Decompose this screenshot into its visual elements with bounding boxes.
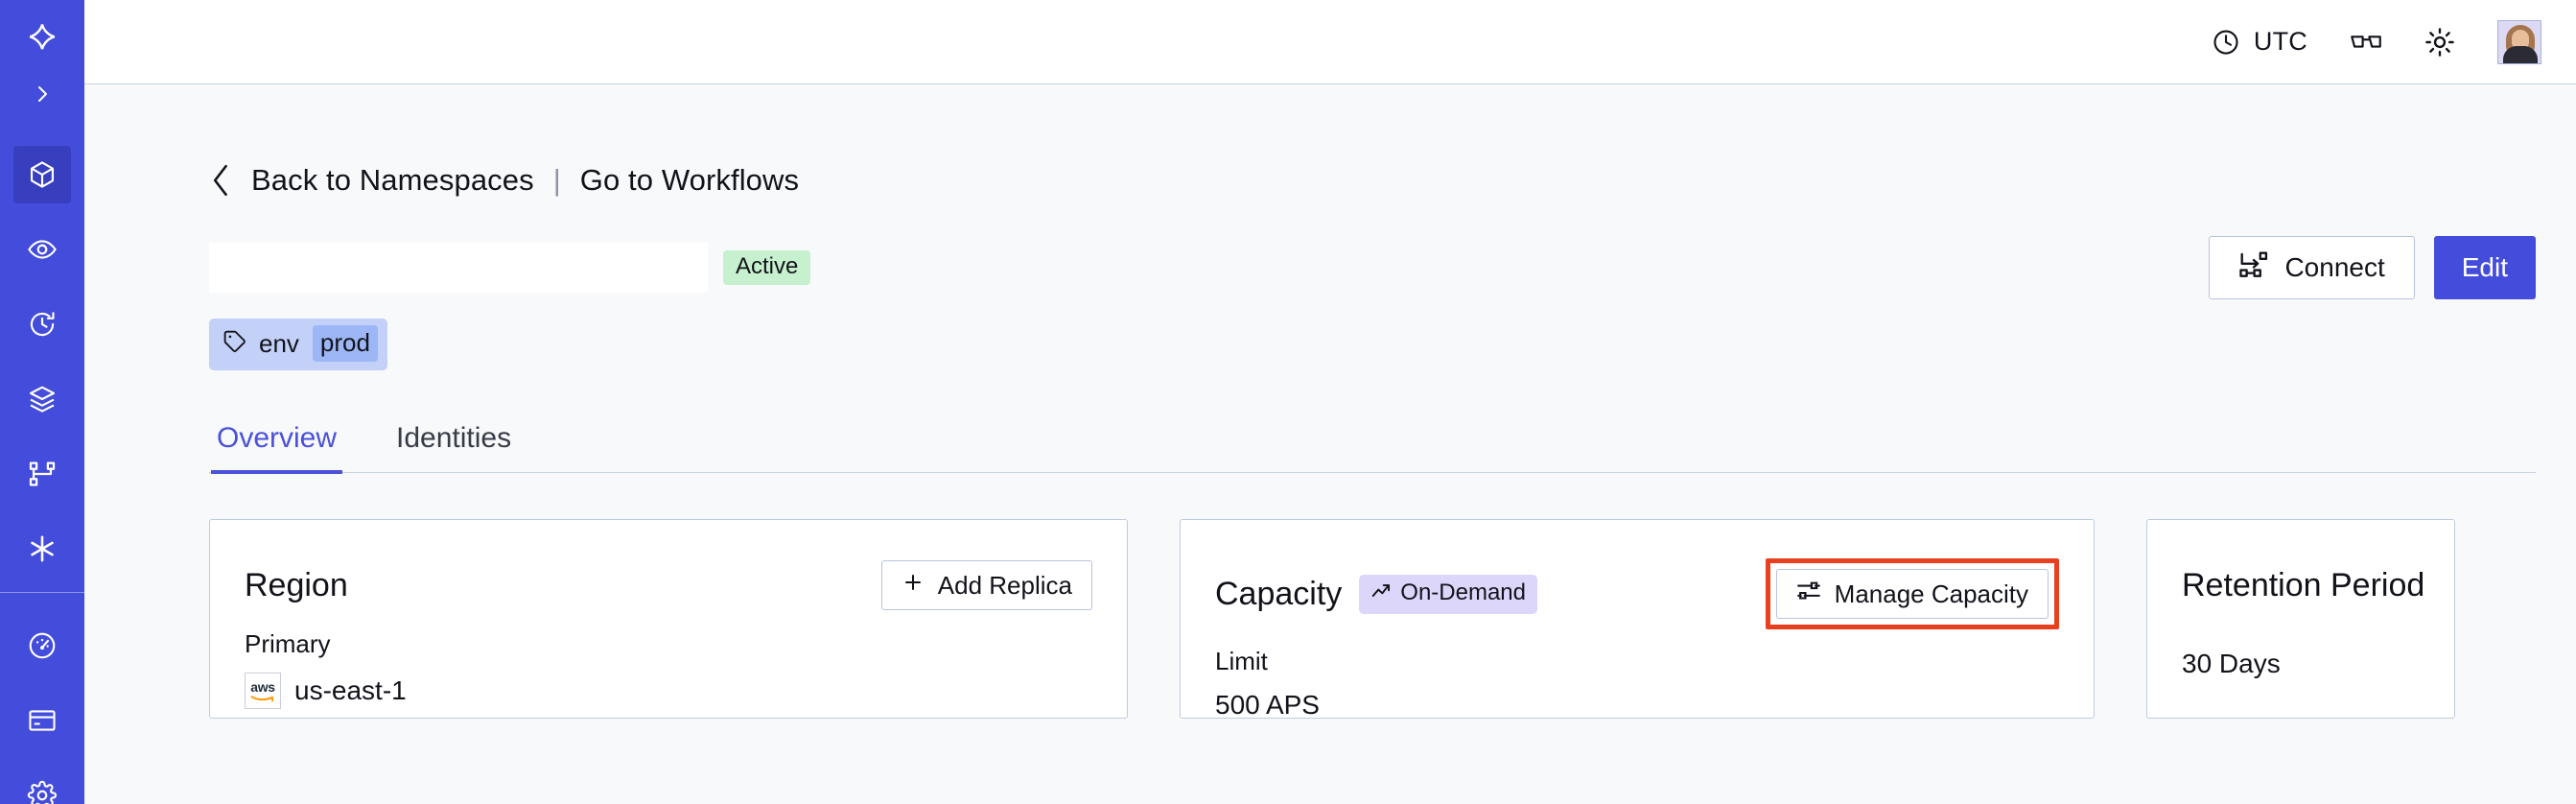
breadcrumb: Back to Namespaces | Go to Workflows bbox=[209, 163, 2536, 198]
overview-cards: Region Add Replica Primary bbox=[209, 519, 2536, 720]
gear-icon bbox=[27, 780, 58, 804]
breadcrumb-back-link[interactable]: Back to Namespaces bbox=[251, 163, 534, 197]
tab-overview[interactable]: Overview bbox=[211, 422, 343, 474]
card-region-value: us-east-1 bbox=[294, 675, 407, 705]
page-content: Back to Namespaces | Go to Workflows Act… bbox=[84, 84, 2576, 804]
sun-icon[interactable] bbox=[2424, 27, 2455, 58]
avatar[interactable] bbox=[2497, 19, 2541, 64]
aws-logo-icon: aws bbox=[245, 673, 281, 709]
connect-button[interactable]: Connect bbox=[2209, 236, 2415, 299]
add-replica-button[interactable]: Add Replica bbox=[880, 560, 1092, 610]
layers-icon bbox=[27, 384, 58, 414]
edit-button[interactable]: Edit bbox=[2433, 236, 2536, 299]
connect-flow-icon bbox=[2238, 250, 2269, 286]
trend-up-icon bbox=[1370, 580, 1392, 606]
card-capacity-sublabel: Limit bbox=[1215, 647, 1268, 675]
aws-logo-text: aws bbox=[250, 679, 275, 695]
sidebar-item-billing[interactable] bbox=[13, 692, 71, 749]
expand-sidebar-button[interactable] bbox=[13, 67, 71, 121]
namespace-tags: env prod bbox=[209, 319, 2536, 370]
top-bar: UTC bbox=[84, 0, 2576, 84]
tab-identities[interactable]: Identities bbox=[390, 422, 517, 472]
cube-icon bbox=[27, 159, 58, 190]
card-region-sublabel: Primary bbox=[245, 629, 331, 658]
asterisk-icon bbox=[26, 532, 59, 565]
card-retention-value: 30 Days bbox=[2182, 649, 2281, 678]
tag-key: env bbox=[259, 329, 299, 358]
gauge-icon bbox=[27, 630, 58, 661]
card-capacity-title: Capacity bbox=[1215, 575, 1343, 612]
sidebar-item-integrations[interactable] bbox=[13, 520, 71, 578]
timezone-selector[interactable]: UTC bbox=[2212, 27, 2307, 57]
sidebar-item-workflows[interactable] bbox=[13, 370, 71, 428]
header-actions: Connect Edit bbox=[2209, 236, 2536, 299]
tab-identities-label: Identities bbox=[396, 422, 512, 454]
tag-value: prod bbox=[312, 325, 378, 362]
tab-bar: Overview Identities bbox=[209, 422, 2536, 474]
sidebar-item-nexus[interactable] bbox=[13, 445, 71, 503]
tab-overview-label: Overview bbox=[217, 422, 338, 454]
sidebar-item-settings[interactable] bbox=[13, 767, 71, 804]
status-badge: Active bbox=[723, 250, 811, 285]
tag-chip-env[interactable]: env prod bbox=[209, 319, 387, 370]
sidebar-item-namespaces[interactable] bbox=[13, 146, 71, 203]
edit-button-label: Edit bbox=[2461, 252, 2508, 282]
breadcrumb-workflows-link[interactable]: Go to Workflows bbox=[579, 163, 800, 197]
temporal-logo-icon[interactable] bbox=[13, 8, 71, 67]
breadcrumb-separator: | bbox=[552, 163, 561, 197]
clock-history-icon bbox=[27, 309, 58, 340]
card-region-title: Region bbox=[245, 566, 348, 603]
manage-capacity-label: Manage Capacity bbox=[1834, 579, 2028, 608]
card-retention-title: Retention Period bbox=[2182, 566, 2425, 603]
annotation-highlight-manage-capacity: Manage Capacity bbox=[1765, 558, 2059, 629]
add-replica-label: Add Replica bbox=[937, 570, 1072, 600]
sliders-icon bbox=[1796, 579, 1821, 609]
git-branch-icon bbox=[27, 459, 58, 489]
sidebar-divider-1 bbox=[0, 592, 84, 593]
connect-button-label: Connect bbox=[2284, 252, 2385, 282]
page-title bbox=[209, 243, 708, 293]
credit-card-icon bbox=[27, 705, 58, 736]
card-retention-period: Retention Period 30 Days bbox=[2146, 519, 2455, 719]
manage-capacity-button[interactable]: Manage Capacity bbox=[1775, 569, 2049, 619]
sidebar-item-observability[interactable] bbox=[13, 221, 71, 278]
card-region-value-row: aws us-east-1 bbox=[245, 673, 1092, 709]
chevron-left-icon[interactable] bbox=[209, 164, 234, 197]
card-region: Region Add Replica Primary bbox=[209, 519, 1128, 719]
namespace-header-row: Active bbox=[209, 236, 2536, 299]
capacity-mode-badge: On-Demand bbox=[1359, 574, 1538, 614]
left-sidebar bbox=[0, 0, 84, 804]
reading-glasses-icon[interactable] bbox=[2350, 28, 2382, 57]
plus-icon bbox=[902, 571, 925, 601]
sidebar-item-usage[interactable] bbox=[13, 617, 71, 674]
timezone-label: UTC bbox=[2253, 27, 2307, 56]
tag-icon bbox=[222, 329, 247, 358]
card-capacity: Capacity On-Demand bbox=[1180, 519, 2095, 720]
main-pane: UTC bbox=[84, 0, 2576, 804]
clock-icon bbox=[2212, 28, 2240, 57]
sidebar-item-schedules[interactable] bbox=[13, 296, 71, 353]
card-capacity-value: 500 APS bbox=[1215, 690, 1320, 720]
capacity-mode-label: On-Demand bbox=[1400, 579, 1527, 605]
eye-radar-icon bbox=[27, 234, 58, 265]
